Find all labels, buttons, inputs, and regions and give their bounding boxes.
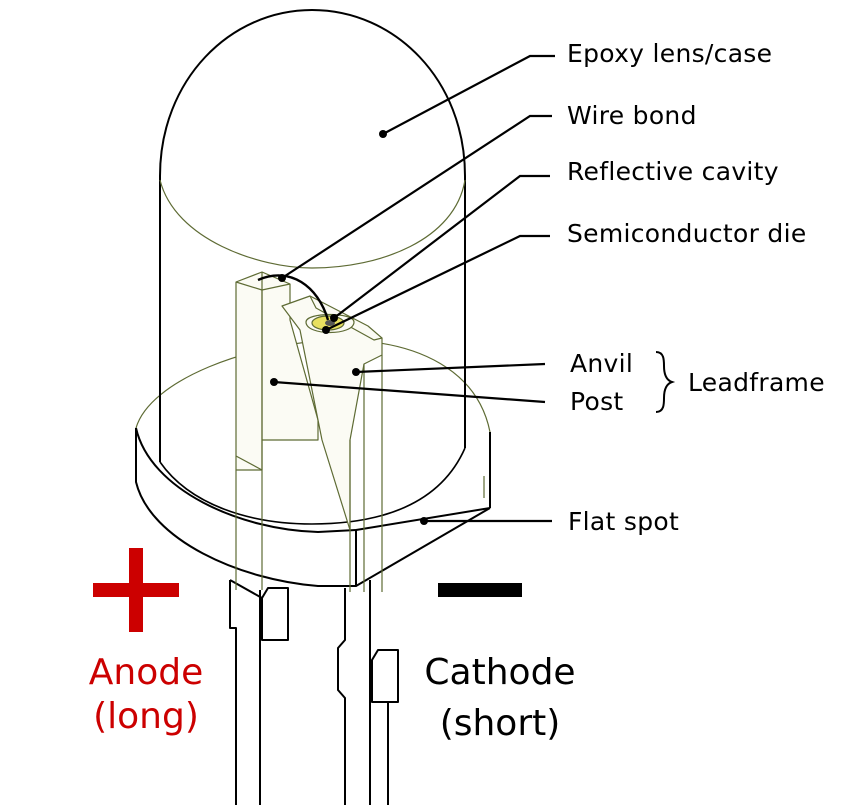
label-reflective-cavity: Reflective cavity [567,157,779,186]
wire-bond [257,274,330,321]
leader-lines [270,54,555,525]
epoxy-dome [159,9,466,525]
cathode-lead [337,580,399,805]
label-anode-long: (long) [93,696,199,737]
label-epoxy: Epoxy lens/case [567,39,772,68]
anode-lead [229,579,289,805]
label-flat-spot: Flat spot [568,507,679,536]
label-anode: Anode [89,652,203,693]
leadframe-brace [655,351,676,413]
leader-epoxy [382,54,555,135]
label-anvil: Anvil [570,349,633,378]
label-leadframe: Leadframe [688,368,825,397]
anode-plus-icon [93,548,179,632]
leader-post [273,380,546,404]
leader-reflective-cavity [333,174,550,319]
label-cathode-short: (short) [440,703,561,744]
cathode-minus-icon [438,583,522,597]
label-post: Post [570,387,624,416]
leader-semiconductor-die [325,234,550,331]
label-wire-bond: Wire bond [567,101,697,130]
label-semiconductor-die: Semiconductor die [567,219,807,248]
leadframe [235,271,383,592]
leader-wire-bond [281,114,552,279]
leader-anvil [355,362,546,374]
label-cathode: Cathode [424,652,575,693]
